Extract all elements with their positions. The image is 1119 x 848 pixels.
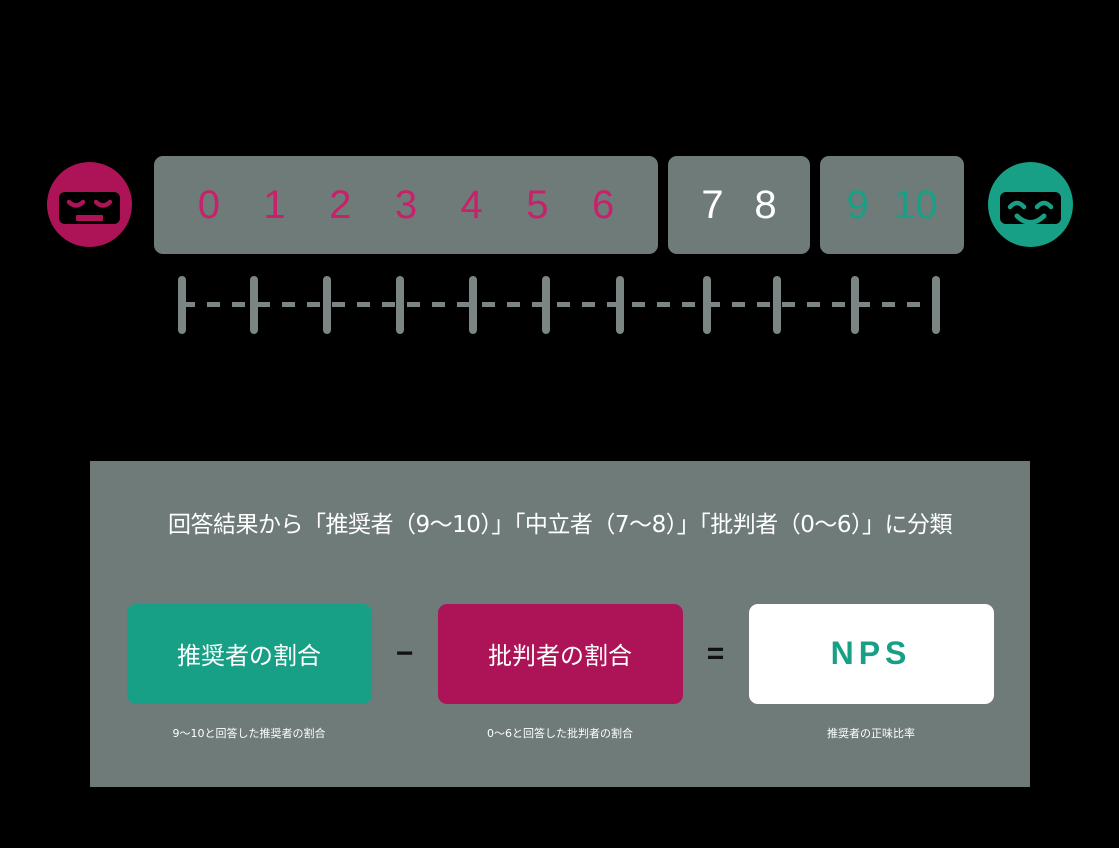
nps-result-box: NPS: [748, 603, 994, 704]
rating-group-detractors[interactable]: 0 1 2 3 4 5 6: [154, 156, 658, 254]
axis-tick: [323, 276, 331, 334]
rating-number[interactable]: 6: [591, 183, 615, 227]
rating-number[interactable]: 0: [197, 183, 220, 227]
rating-number[interactable]: 1: [263, 183, 286, 227]
promoter-caption: 9〜10と回答した推奨者の割合: [172, 727, 326, 740]
rating-number[interactable]: 2: [329, 183, 352, 227]
rating-number[interactable]: 9: [846, 183, 869, 227]
equals-operator: =: [706, 636, 725, 670]
rating-number[interactable]: 8: [754, 183, 777, 227]
rating-number[interactable]: 3: [394, 183, 418, 227]
nps-formula-panel: 回答結果から「推奨者（9〜10）」「中立者（7〜8）」「批判者（0〜6）」に分類…: [90, 461, 1030, 787]
rating-group-promoters[interactable]: 9 10: [820, 156, 964, 254]
rating-number[interactable]: 7: [701, 183, 724, 227]
nps-result-caption: 推奨者の正味比率: [827, 727, 915, 740]
axis-tick: [396, 276, 404, 334]
frowning-face-icon: [47, 162, 132, 247]
rating-number[interactable]: 5: [526, 183, 549, 227]
nps-formula-row: 推奨者の割合 − 批判者の割合 = NPS: [90, 601, 1030, 706]
promoter-percentage-box: 推奨者の割合: [126, 603, 372, 704]
nps-rating-scale-section: 0 1 2 3 4 5 6 7 8 9 10: [47, 156, 1073, 334]
rating-group-passives[interactable]: 7 8: [668, 156, 810, 254]
rating-tick-axis: [176, 276, 944, 334]
axis-tick: [616, 276, 624, 334]
axis-tick: [250, 276, 258, 334]
rating-number[interactable]: 10: [893, 183, 938, 227]
rating-groups: 0 1 2 3 4 5 6 7 8 9 10: [154, 156, 966, 254]
axis-tick: [178, 276, 186, 334]
axis-tick: [773, 276, 781, 334]
minus-operator: −: [395, 636, 414, 670]
rating-number[interactable]: 4: [460, 183, 483, 227]
detractor-caption: 0〜6と回答した批判者の割合: [487, 727, 633, 740]
axis-tick: [703, 276, 711, 334]
axis-tick: [932, 276, 940, 334]
axis-tick: [469, 276, 477, 334]
axis-dashed-line: [182, 302, 938, 307]
detractor-percentage-box: 批判者の割合: [437, 603, 683, 704]
axis-tick: [851, 276, 859, 334]
smiling-face-icon: [988, 162, 1073, 247]
formula-captions-row: 9〜10と回答した推奨者の割合 0〜6と回答した批判者の割合 推奨者の正味比率: [90, 721, 1030, 745]
classification-description: 回答結果から「推奨者（9〜10）」「中立者（7〜8）」「批判者（0〜6）」に分類: [168, 512, 952, 538]
axis-tick: [542, 276, 550, 334]
